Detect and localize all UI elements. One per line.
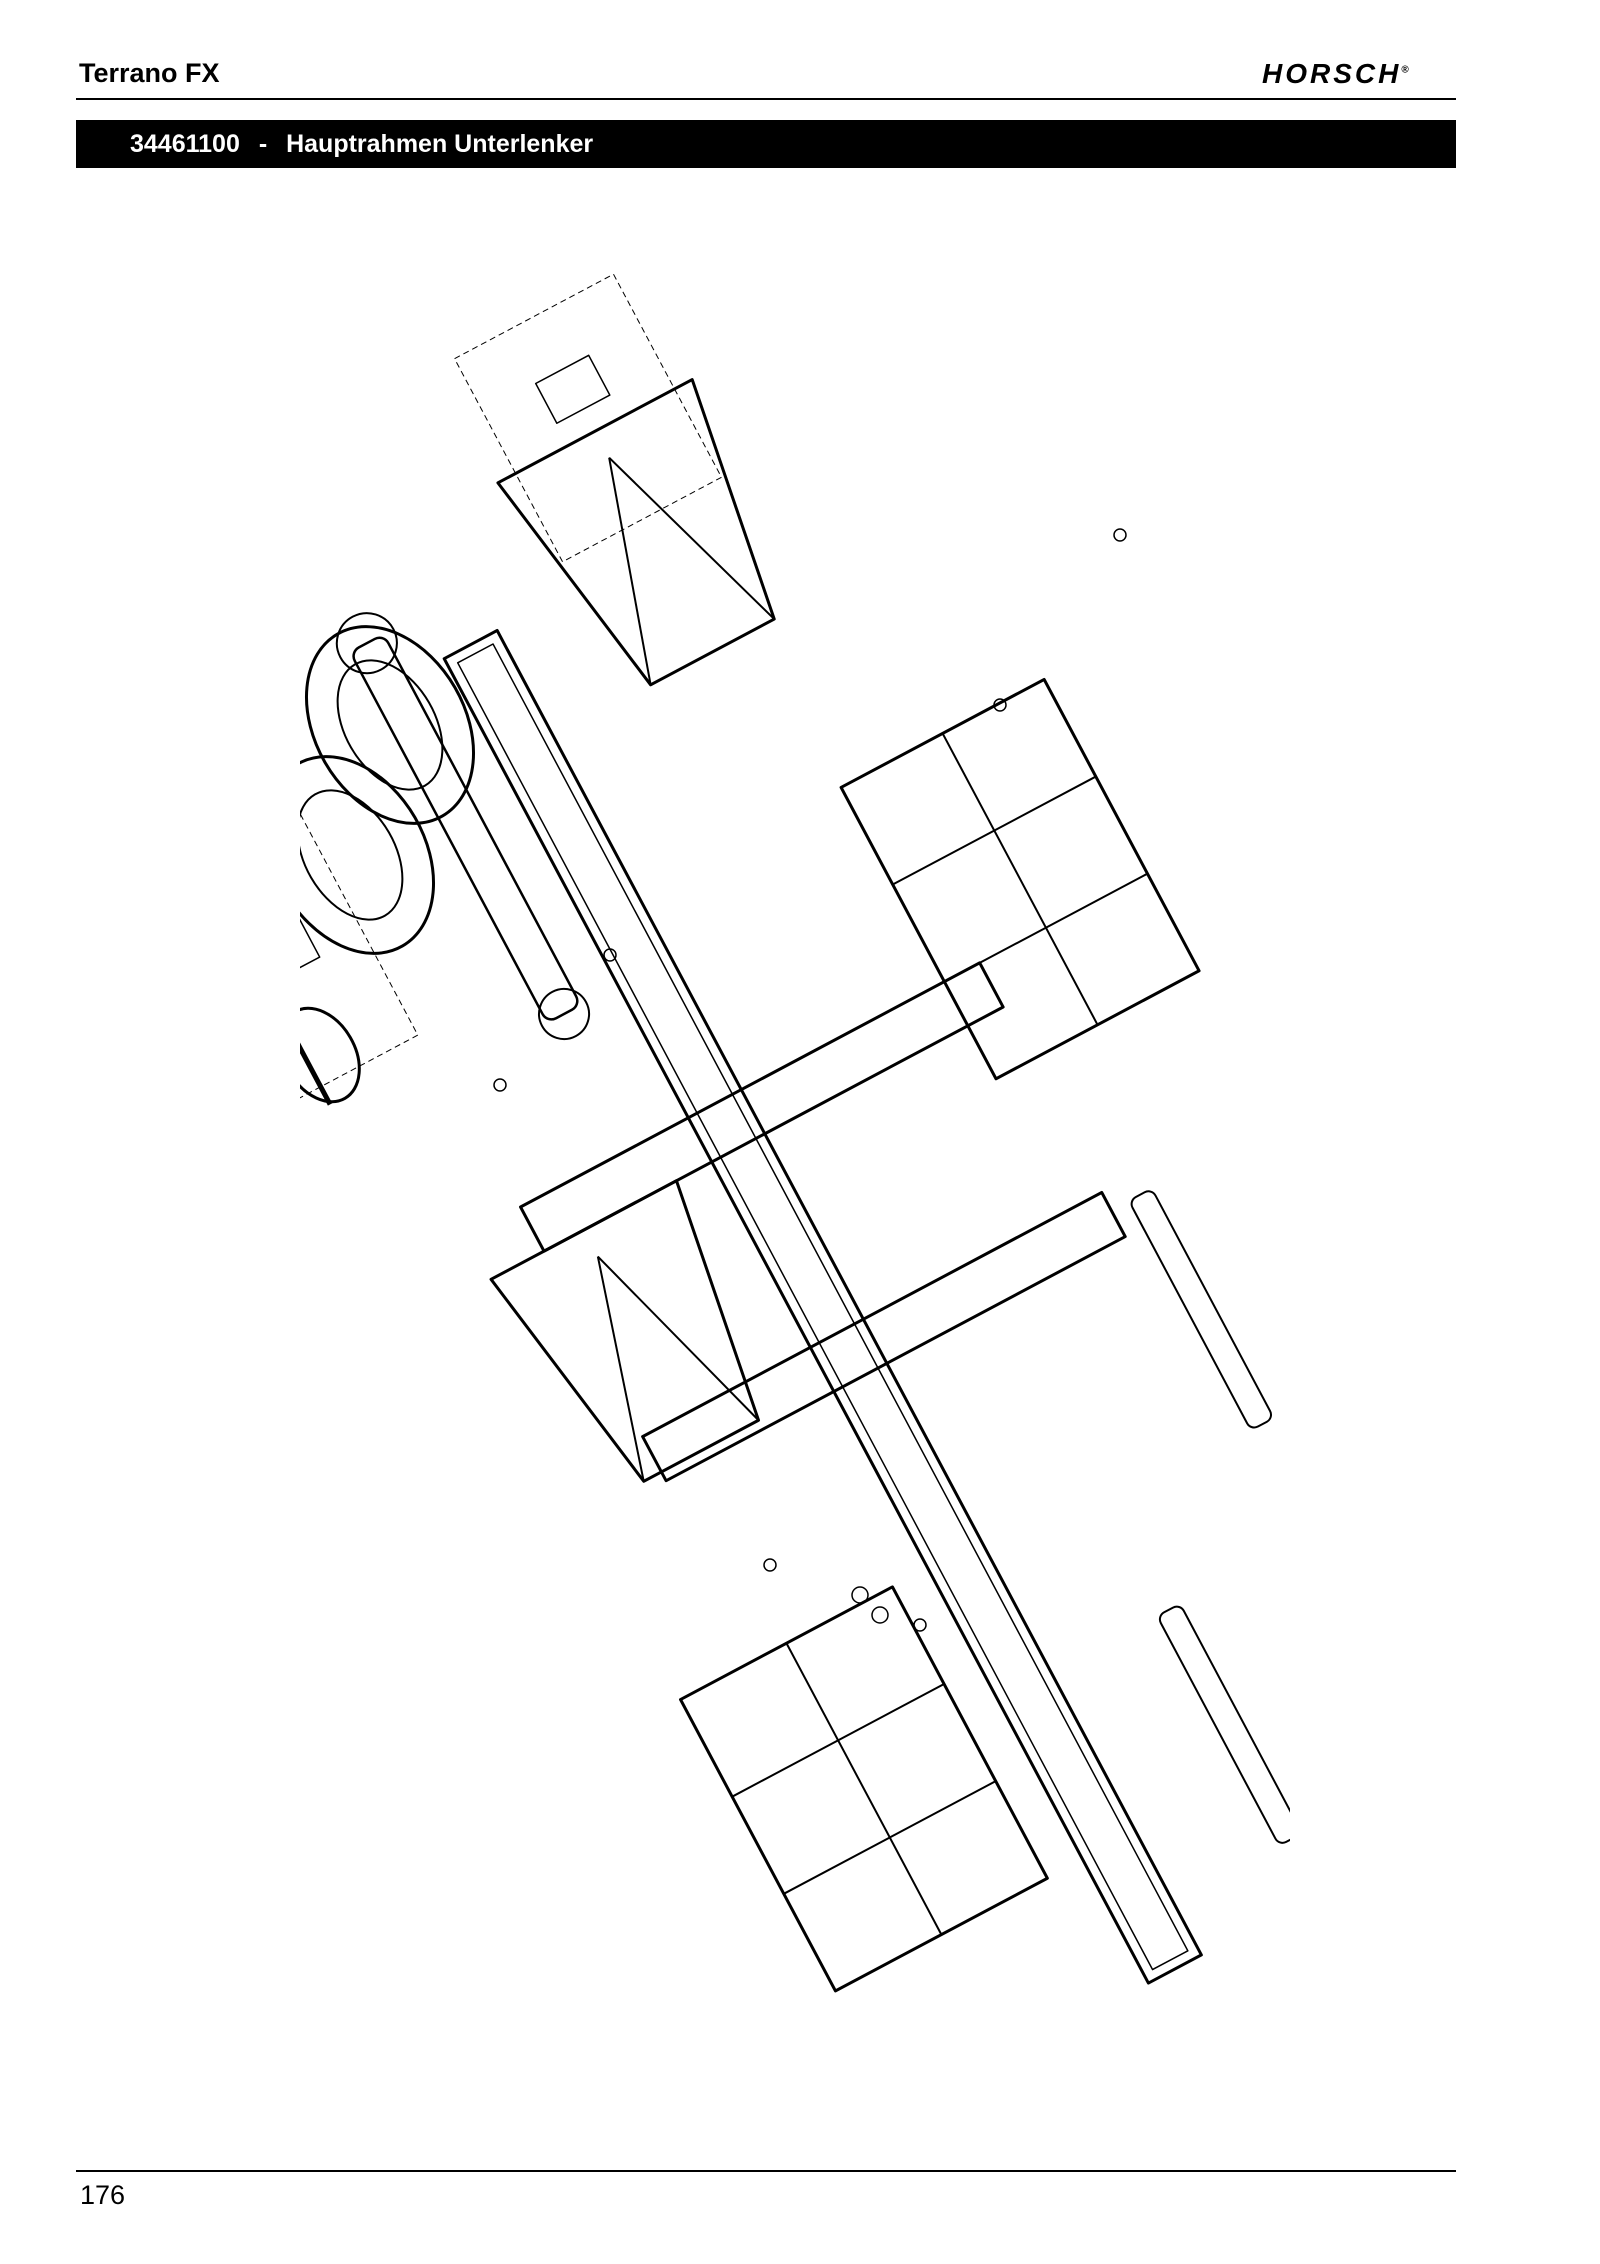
section-name: Hauptrahmen Unterlenker [286, 130, 594, 158]
page-number: 176 [80, 2180, 126, 2210]
section-separator: - [258, 130, 268, 158]
exploded-parts-diagram-icon [0, 255, 1600, 2105]
page-title: Terrano FX [79, 58, 220, 88]
horsch-logo: HORSCH® [1262, 58, 1409, 90]
registered-mark: ® [1401, 64, 1409, 76]
section-part-number: 34461100 [130, 130, 240, 158]
section-title-bar: 34461100 - Hauptrahmen Unterlenker [76, 120, 1456, 168]
brand-name: HORSCH [1262, 58, 1402, 89]
footer-rule [76, 2170, 1456, 2172]
header-rule [76, 98, 1456, 100]
